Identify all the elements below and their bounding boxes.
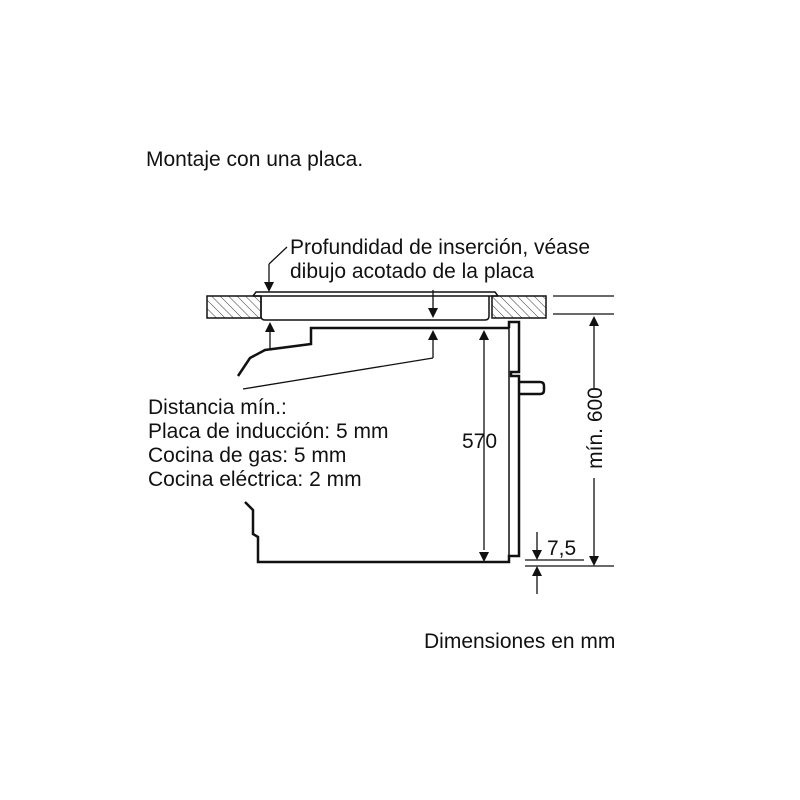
callout-line-2: dibujo acotado de la placa — [290, 260, 535, 283]
hob — [252, 291, 499, 321]
dimension-600 — [589, 316, 599, 566]
oven-height-label: 570 — [462, 430, 498, 453]
min-distance-induction: Placa de inducción: 5 mm — [148, 420, 389, 443]
cabinet-min-height-label: mín. 600 — [584, 387, 607, 469]
callout-line-1: Profundidad de inserción, véase — [290, 236, 591, 259]
callout-leader — [264, 246, 288, 292]
oven-body — [236, 320, 546, 564]
units-note: Dimensiones en mm — [424, 630, 616, 653]
reference-lines — [553, 295, 614, 315]
min-distance-heading: Distancia mín.: — [148, 396, 287, 419]
min-distance-note: Distancia mín.: Placa de inducción: 5 mm… — [148, 396, 388, 492]
min-distance-electric: Cocina eléctrica: 2 mm — [148, 468, 362, 491]
page-title: Montaje con una placa. — [146, 148, 364, 171]
worktop-left — [206, 295, 262, 319]
min-distance-gas: Cocina de gas: 5 mm — [148, 444, 347, 467]
arrow-left-gap — [265, 322, 275, 350]
insertion-depth-callout: Profundidad de inserción, véase dibujo a… — [290, 236, 590, 284]
dimension-570 — [479, 330, 489, 562]
worktop-right — [491, 295, 547, 319]
dimension-7-5 — [525, 532, 614, 594]
gap-label: 7,5 — [547, 537, 577, 560]
arrow-middle-gap — [242, 290, 438, 390]
